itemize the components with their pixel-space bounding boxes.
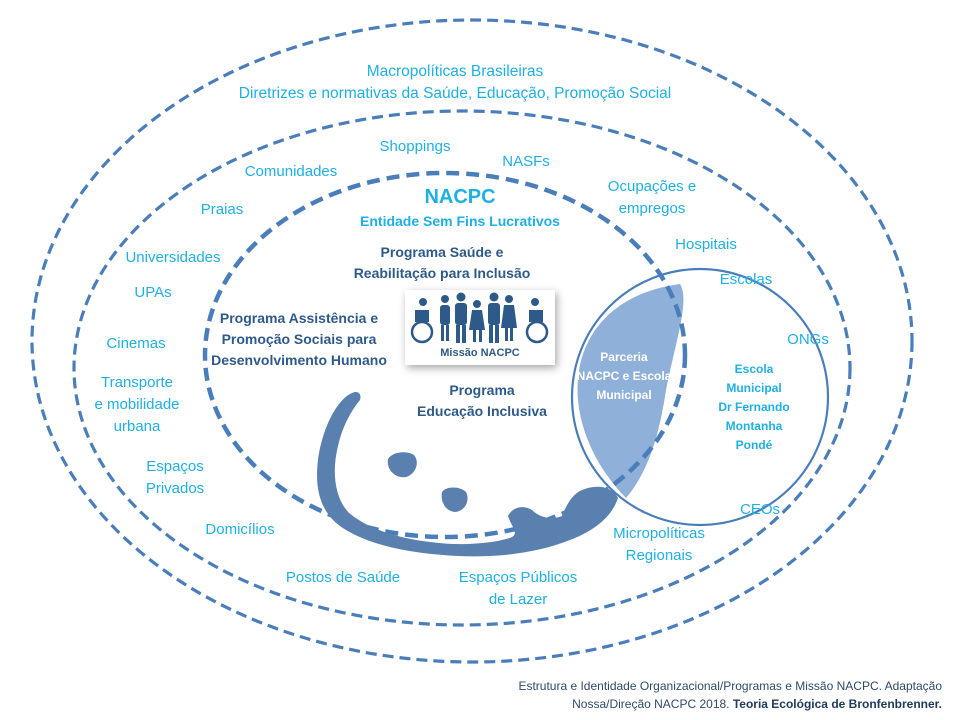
mission-card: Missão NACPC xyxy=(405,290,555,365)
people-with-disabilities-icon xyxy=(410,292,549,344)
caption-line1: Estrutura e Identidade Organizacional/Pr… xyxy=(518,679,942,693)
exosystem-ring xyxy=(72,109,852,627)
program-saude: Programa Saúde e Reabilitação para Inclu… xyxy=(353,244,531,281)
caption-line2-bold: Teoria Ecológica de Bronfenbrenner. xyxy=(732,697,942,711)
microsystem-ring xyxy=(202,170,688,540)
label-micropoliticas: Micropolíticas Regionais xyxy=(613,525,705,564)
caption-line2-normal: Nossa/Direção NACPC 2018. xyxy=(572,697,733,711)
diretrizes-label: Diretrizes e normativas da Saúde, Educaç… xyxy=(238,85,672,102)
label-espacos-publicos: Espaços Públicos de Lazer xyxy=(458,569,578,608)
label-shoppings: Shoppings xyxy=(379,138,451,155)
macropoliticas-label: Macropolíticas Brasileiras xyxy=(366,63,544,80)
label-escolas: Escolas xyxy=(719,271,773,288)
mission-label: Missão NACPC xyxy=(440,347,520,359)
label-postos: Postos de Saúde xyxy=(285,569,401,586)
label-praias: Praias xyxy=(200,201,244,218)
label-ongs: ONGs xyxy=(787,331,829,348)
label-cinemas: Cinemas xyxy=(106,335,166,352)
label-hospitais: Hospitais xyxy=(675,236,737,253)
label-domicilios: Domicílios xyxy=(205,521,275,538)
partnership-label: Parceria NACPC e Escola Municipal xyxy=(576,350,672,402)
label-universidades: Universidades xyxy=(125,249,221,266)
program-assistencia: Programa Assistência e Promoção Sociais … xyxy=(211,310,387,368)
macrosystem-ring xyxy=(30,18,914,664)
nacpc-title: NACPC xyxy=(424,186,496,208)
label-upas: UPAs xyxy=(134,284,172,301)
nacpc-subtitle: Entidade Sem Fins Lucrativos xyxy=(360,213,560,229)
label-ocupacoes: Ocupações e empregos xyxy=(607,178,697,217)
school-label: Escola Municipal Dr Fernando Montanha Po… xyxy=(718,362,790,452)
smile-blob xyxy=(317,391,618,557)
label-nasfs: NASFs xyxy=(502,153,550,170)
school-ring xyxy=(570,267,830,527)
figure-caption: Estrutura e Identidade Organizacional/Pr… xyxy=(518,677,942,713)
label-espacos-privados: Espaços Privados xyxy=(145,458,205,497)
label-ceos: CEOs xyxy=(739,501,781,518)
label-transporte: Transporte e mobilidade urbana xyxy=(94,374,180,435)
partnership-lens xyxy=(577,284,684,498)
label-comunidades: Comunidades xyxy=(244,163,338,180)
caption-line2: Nossa/Direção NACPC 2018. Teoria Ecológi… xyxy=(518,695,942,713)
program-educacao: Programa Educação Inclusiva xyxy=(417,382,547,419)
